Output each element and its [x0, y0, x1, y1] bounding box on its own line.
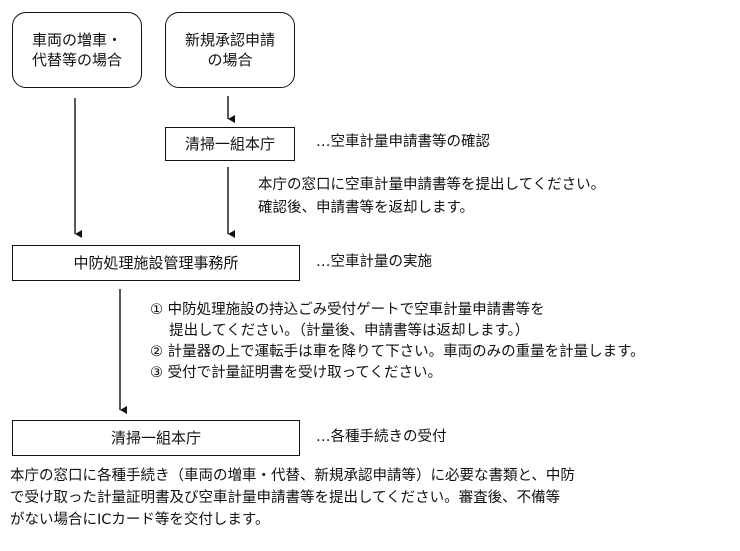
step2-note: …空車計量の実施	[316, 254, 432, 270]
start-box-add-replace-line2: 代替等の場合	[31, 51, 122, 69]
step1-note: …空車計量申請書等の確認	[316, 134, 490, 150]
footer-line3: がない場合にICカード等を交付します。	[10, 512, 270, 528]
footer-line2: で受け取った計量証明書及び空車計量申請書等を提出してください。審査後、不備等	[10, 490, 561, 506]
step2-detail-line4: ③ 受付で計量証明書を受け取ってください。	[150, 365, 442, 381]
start-box-new-application: 新規承認申請 の場合	[165, 12, 295, 88]
start-box-new-application-line2: の場合	[207, 51, 253, 69]
start-box-add-replace: 車両の増車・ 代替等の場合	[12, 12, 142, 88]
footer-line1: 本庁の窓口に各種手続き（車両の増車・代替、新規承認申請等）に必要な書類と、中防	[10, 468, 575, 484]
step2-detail-line2: 提出してください。（計量後、申請書等は返却します。）	[150, 323, 530, 339]
step1-detail-line2: 確認後、申請書等を返却します。	[258, 200, 475, 216]
step3-note: …各種手続きの受付	[316, 429, 447, 445]
step1-detail-line1: 本庁の窓口に空車計量申請書等を提出してください。	[258, 177, 606, 193]
step1-box: 清掃一組本庁	[165, 127, 295, 161]
step2-detail-line1: ① 中防処理施設の持込ごみ受付ゲートで空車計量申請書等を	[150, 302, 545, 318]
step2-detail-line3: ② 計量器の上で運転手は車を降りて下さい。車両のみの重量を計量します。	[150, 344, 645, 360]
start-box-add-replace-line1: 車両の増車・	[31, 31, 122, 49]
step3-box: 清掃一組本庁	[12, 420, 300, 456]
step2-box: 中防処理施設管理事務所	[12, 245, 300, 281]
start-box-new-application-line1: 新規承認申請	[184, 31, 275, 49]
